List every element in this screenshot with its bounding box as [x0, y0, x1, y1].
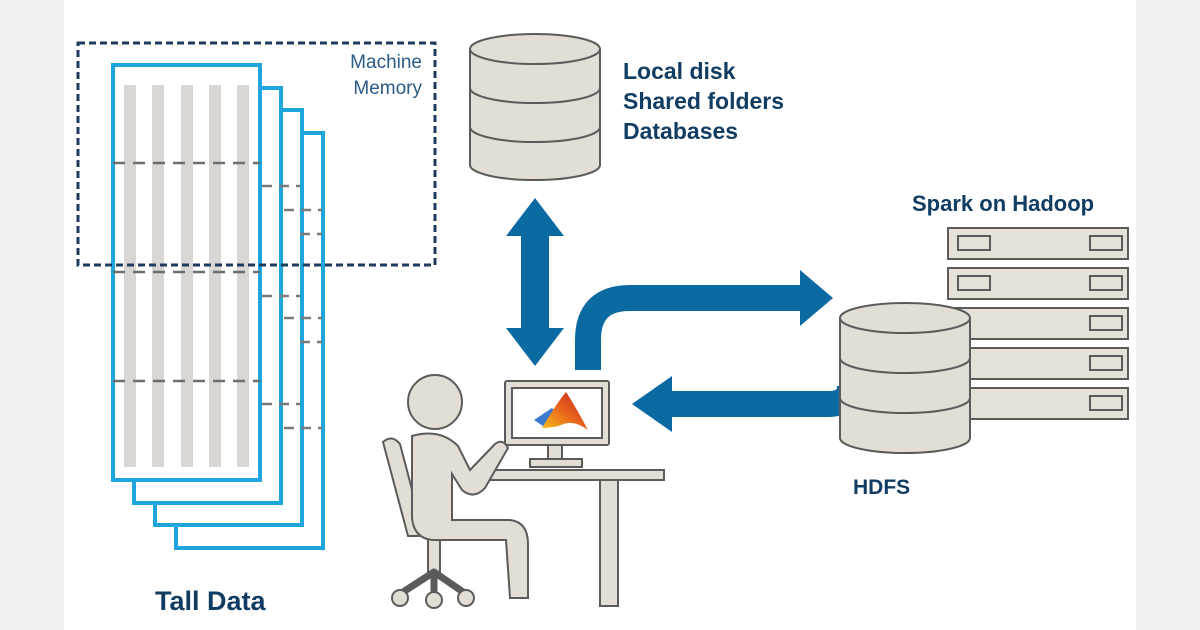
machine-memory-box [76, 41, 437, 267]
server-unit [947, 347, 1129, 380]
right-margin [1136, 0, 1200, 630]
hdfs-label: HDFS [853, 476, 911, 499]
storage-targets-list: Local disk Shared folders Databases [623, 56, 784, 146]
data-columns [124, 85, 249, 467]
tall-data-label: Tall Data [155, 586, 266, 616]
return-arrow-icon [632, 376, 863, 432]
server-unit [947, 307, 1129, 340]
spark-on-hadoop-label: Spark on Hadoop [912, 191, 1095, 216]
machine-memory-line: Machine [350, 52, 422, 73]
database-icon [469, 33, 601, 181]
desk-leg [599, 479, 619, 607]
chunk-separators [113, 161, 260, 383]
left-margin [0, 0, 64, 630]
person-body [411, 432, 529, 599]
storage-item: Local disk [623, 58, 736, 84]
server-rack-icon [947, 227, 1129, 420]
storage-item: Databases [623, 118, 739, 144]
double-arrow-icon [506, 198, 564, 366]
storage-item: Shared folders [623, 88, 785, 114]
machine-memory-label: Machine Memory [300, 50, 422, 102]
server-unit [947, 387, 1129, 420]
curved-arrow-icon [575, 270, 833, 370]
matlab-logo-icon [534, 392, 588, 430]
machine-memory-line: Memory [353, 78, 422, 99]
server-unit [947, 267, 1129, 300]
desk-top [469, 469, 665, 481]
server-unit [947, 227, 1129, 260]
hdfs-database-icon [839, 302, 971, 454]
person-head [407, 374, 463, 430]
tall-data-sheets [111, 63, 325, 550]
person-at-computer-icon [381, 374, 665, 609]
